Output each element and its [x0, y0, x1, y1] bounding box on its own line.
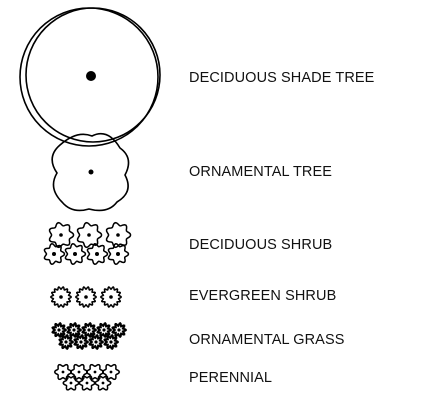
- ornamental-grass-plant-center-dot: [102, 328, 106, 332]
- ornamental-grass-plant-center-dot: [79, 340, 83, 344]
- ornamental-grass-plant-outline: [111, 321, 128, 339]
- ornamental-grass-label: ORNAMENTAL GRASS: [189, 332, 345, 348]
- deciduous-shrub-plant-outline: [43, 242, 66, 266]
- ornamental-grass-plant-outline: [51, 321, 68, 339]
- deciduous-shrub-plant-center-dot: [116, 233, 120, 237]
- ornamental-tree-label: ORNAMENTAL TREE: [189, 164, 333, 180]
- ornamental-grass-plant-outline: [66, 321, 83, 339]
- perennial-plant-center-dot: [109, 370, 113, 374]
- evergreen-shrub-plant-center-dot: [109, 295, 113, 299]
- perennial-symbol: [53, 363, 121, 391]
- perennial-plant-center-dot: [93, 370, 97, 374]
- deciduous-shrub-plant-center-dot: [95, 252, 99, 256]
- deciduous-shrub-plant-outline: [48, 221, 75, 249]
- ornamental-grass-plant-center-dot: [64, 340, 68, 344]
- deciduous-shrub-symbol: [43, 221, 132, 266]
- ornamental-grass-plant-center-dot: [117, 328, 121, 332]
- ornamental-grass-plant-center-dot: [87, 328, 91, 332]
- evergreen-shrub-plant-outline: [74, 286, 98, 308]
- deciduous-shrub-plant-outline: [64, 242, 87, 266]
- deciduous-shrub-plant-center-dot: [116, 252, 120, 256]
- deciduous-shrub-plant-outline: [86, 242, 109, 266]
- evergreen-shrub-plant-outline: [49, 286, 73, 308]
- perennial-plant-outline: [101, 363, 121, 381]
- deciduous-shrub-plant-outline: [76, 221, 103, 249]
- ornamental-grass-plant-outline: [88, 333, 105, 351]
- perennial-plant-outline: [78, 375, 96, 391]
- evergreen-shrub-plant-outline: [99, 286, 123, 308]
- ornamental-grass-plant-center-dot: [109, 340, 113, 344]
- ornamental-grass-plant-outline: [103, 333, 120, 351]
- evergreen-shrub-plant-center-dot: [84, 295, 88, 299]
- ornamental-grass-plant-outline: [58, 333, 75, 351]
- deciduous-shrub-plant-center-dot: [87, 233, 91, 237]
- perennial-plant-center-dot: [61, 370, 65, 374]
- ornamental-grass-plant-center-dot: [94, 340, 98, 344]
- perennial-label: PERENNIAL: [189, 370, 273, 386]
- evergreen-shrub-symbol: [49, 286, 123, 308]
- perennial-plant-center-dot: [69, 381, 73, 385]
- deciduous-shrub-plant-outline: [107, 242, 130, 266]
- deciduous-shade-tree-label: DECIDUOUS SHADE TREE: [189, 70, 375, 86]
- ornamental-grass-plant-outline: [96, 321, 113, 339]
- deciduous-shade-tree-symbol: [19, 7, 161, 147]
- deciduous-shrub-label: DECIDUOUS SHRUB: [189, 237, 333, 253]
- ornamental-grass-plant-outline: [81, 321, 98, 339]
- perennial-plant-center-dot: [101, 381, 105, 385]
- deciduous-shrub-plant-center-dot: [73, 252, 77, 256]
- ornamental-grass-plant-center-dot: [72, 328, 76, 332]
- evergreen-shrub-plant-center-dot: [59, 295, 63, 299]
- evergreen-shrub-label: EVERGREEN SHRUB: [189, 288, 337, 304]
- perennial-plant-outline: [62, 375, 80, 391]
- ornamental-tree-symbol: [51, 132, 130, 212]
- perennial-plant-center-dot: [77, 370, 81, 374]
- ornamental-grass-plant-outline: [73, 333, 90, 351]
- perennial-plant-outline: [94, 375, 112, 391]
- deciduous-shrub-plant-center-dot: [59, 233, 63, 237]
- deciduous-shrub-plant-center-dot: [52, 252, 56, 256]
- perennial-plant-center-dot: [85, 381, 89, 385]
- ornamental-grass-symbol: [51, 321, 128, 351]
- ornamental-grass-plant-center-dot: [57, 328, 61, 332]
